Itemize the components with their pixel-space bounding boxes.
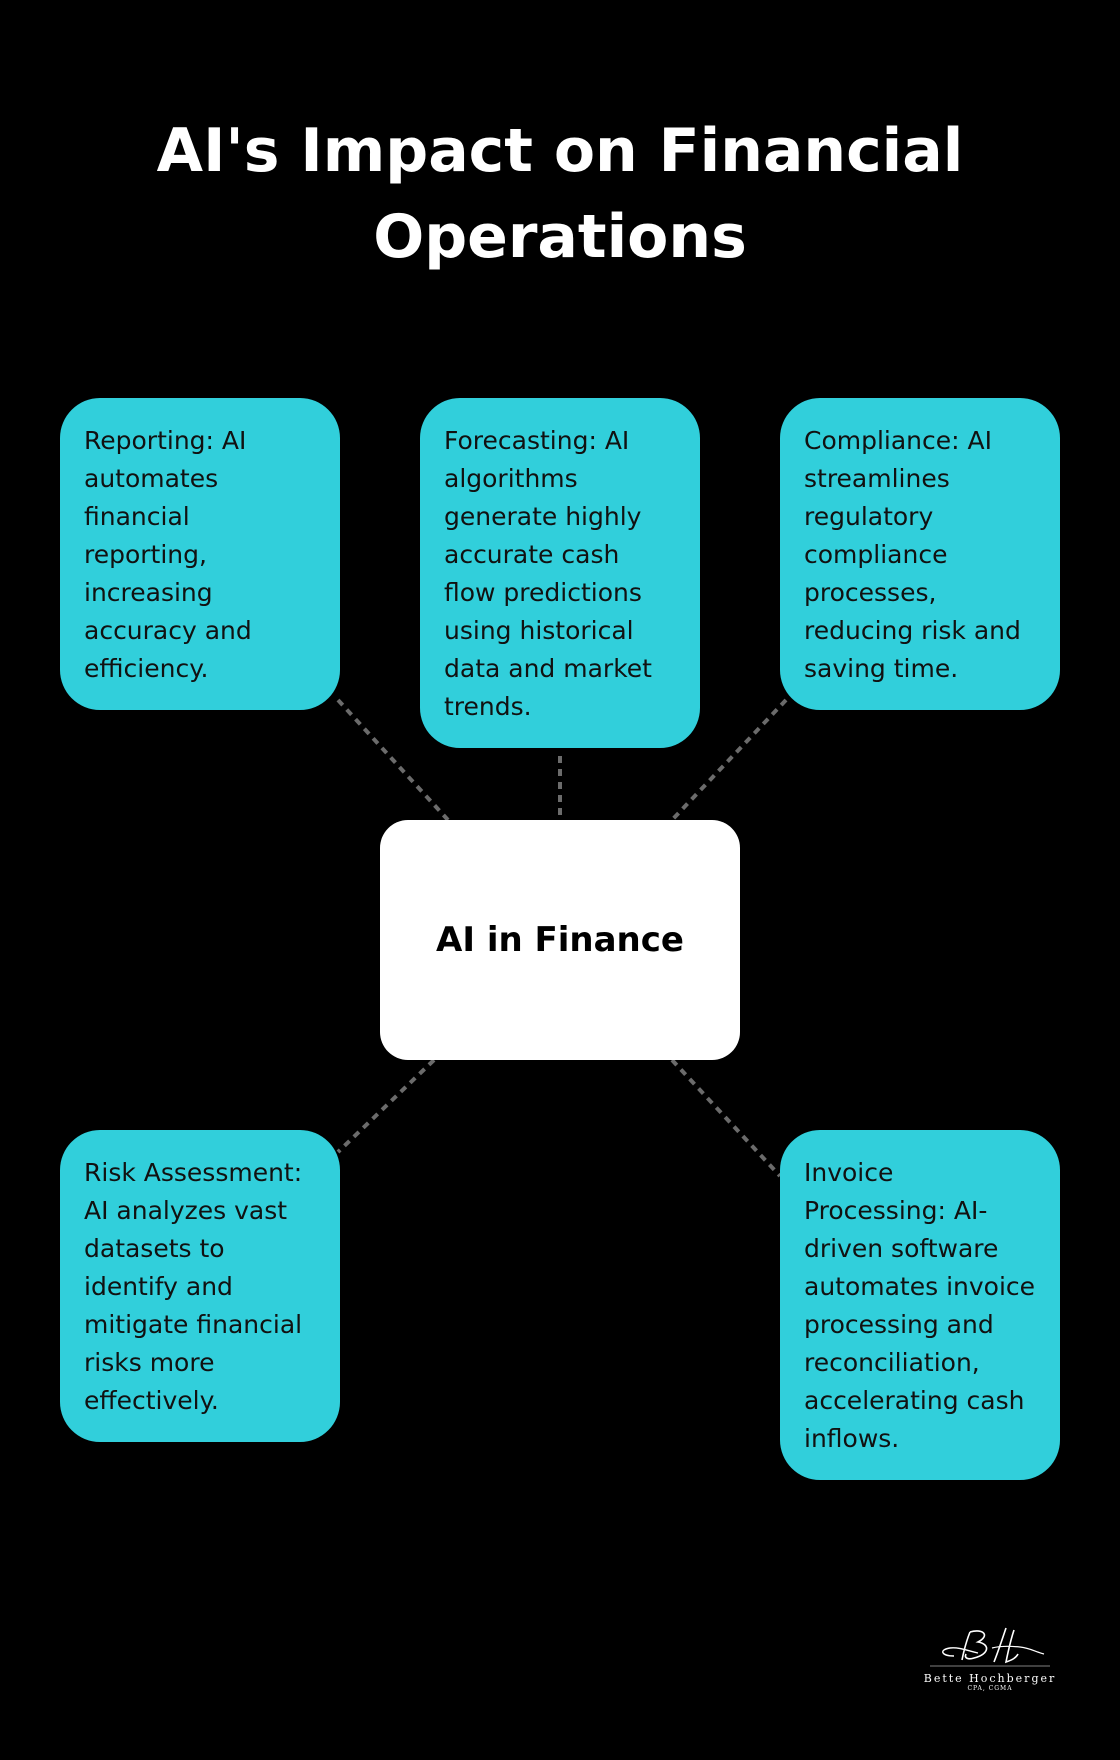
node-compliance: Compliance: AI streamlines regulatory co… — [780, 398, 1060, 710]
center-node: AI in Finance — [380, 820, 740, 1060]
node-invoice-processing: Invoice Processing: AI-driven software a… — [780, 1130, 1060, 1480]
connector-compliance — [670, 698, 788, 822]
logo-credentials: CPA, CGMA — [967, 1685, 1013, 1692]
node-forecasting: Forecasting: AI algorithms generate high… — [420, 398, 700, 748]
node-reporting: Reporting: AI automates financial report… — [60, 398, 340, 710]
node-forecasting-text: Forecasting: AI algorithms generate high… — [444, 426, 652, 721]
connector-reporting — [336, 698, 450, 822]
brand-logo: Bette Hochberger CPA, CGMA — [920, 1620, 1060, 1692]
node-compliance-text: Compliance: AI streamlines regulatory co… — [804, 426, 1021, 683]
logo-name: Bette Hochberger — [923, 1672, 1057, 1685]
node-risk-assessment-text: Risk Assessment: AI analyzes vast datase… — [84, 1158, 303, 1415]
node-reporting-text: Reporting: AI automates financial report… — [84, 426, 252, 683]
node-risk-assessment: Risk Assessment: AI analyzes vast datase… — [60, 1130, 340, 1442]
connector-invoice-processing — [670, 1058, 782, 1178]
connector-risk-assessment — [336, 1058, 436, 1154]
title-line-2: Operations — [373, 202, 747, 272]
signature-monogram-icon — [930, 1627, 1050, 1667]
title-line-1: AI's Impact on Financial — [156, 116, 964, 186]
center-node-label: AI in Finance — [436, 920, 684, 960]
page-title: AI's Impact on Financial Operations — [0, 108, 1120, 280]
node-invoice-processing-text: Invoice Processing: AI-driven software a… — [804, 1158, 1036, 1453]
